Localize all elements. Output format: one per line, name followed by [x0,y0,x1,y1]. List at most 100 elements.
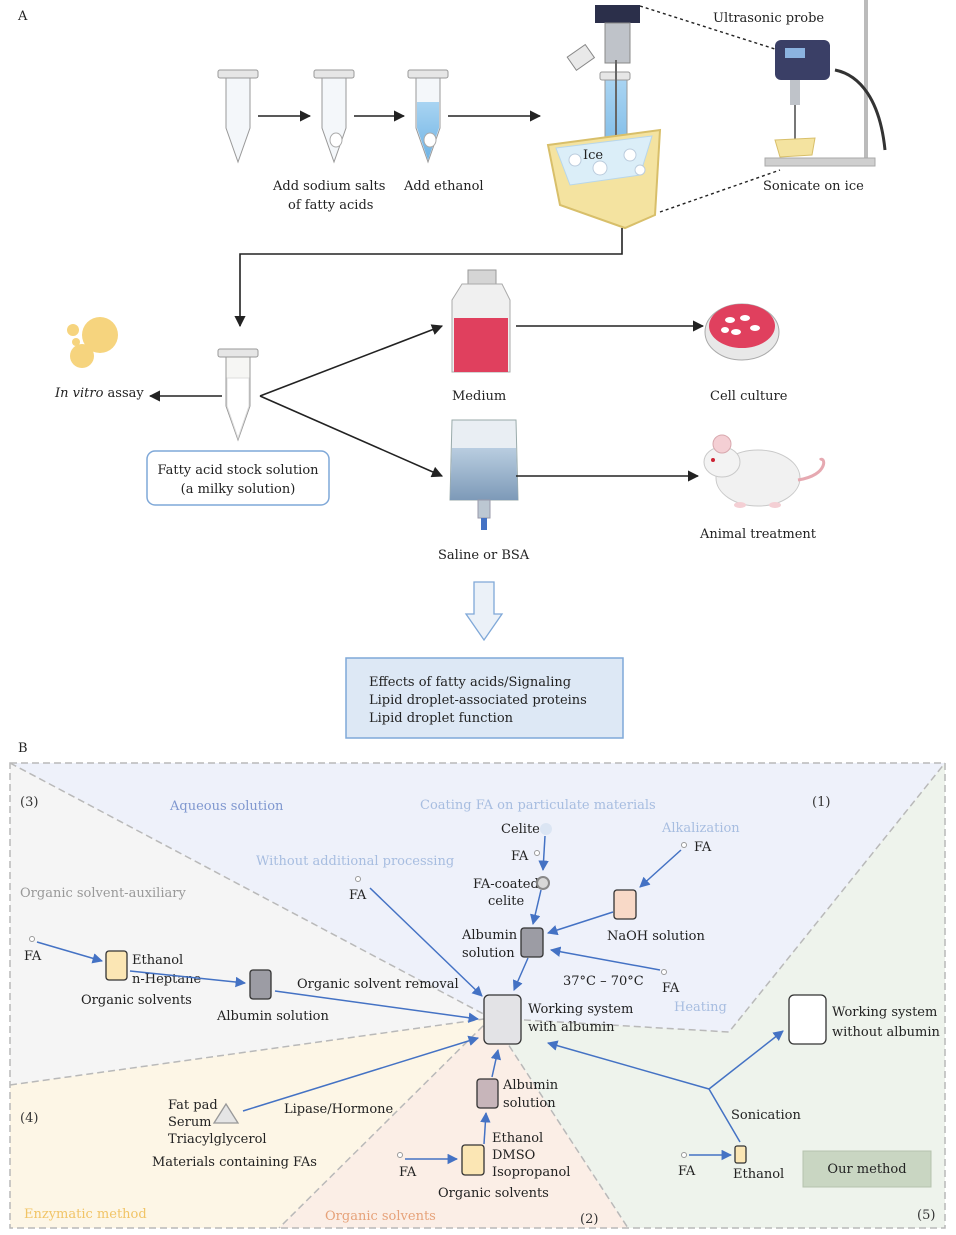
tube-empty-icon [217,69,259,164]
arrow-naoh-to-albumin [547,911,614,936]
panel-a-label: A [17,9,28,24]
add-sodium-label-2: of fatty acids [288,198,373,213]
effects-box [345,657,624,739]
region-enzymatic [10,1018,491,1228]
divider-organic-ours [490,1017,629,1229]
animal-treatment-label: Animal treatment [699,527,817,542]
fa-dot-heating [661,969,667,975]
region-aqueous [10,763,945,1032]
fa-label-organic: FA [399,1165,417,1180]
fa-coated-celite-icon [536,876,550,890]
albumin-solution-label-2: solution [462,946,515,961]
organic-solvents-box-auxiliary [105,950,128,981]
alkalization-title: Alkalization [661,821,740,836]
effects-line-2: Lipid droplet-associated proteins [369,693,587,708]
stock-solution-box [146,450,330,506]
materials-triangle-icon [212,1102,240,1124]
fa-label-auxiliary: FA [24,949,42,964]
arrow-celite-to-coated [538,835,549,872]
ethanol-label-auxiliary: Ethanol [132,953,183,968]
fa-dot-organic [397,1152,403,1158]
stock-solution-label-1: Fatty acid stock solution [157,463,319,478]
fa-label-celite: FA [511,849,529,864]
arrow-albumin-to-working [512,957,529,991]
organic-solvents-label: Organic solvents [438,1186,549,1201]
naoh-solution-label: NaOH solution [607,929,705,944]
celite-particle-icon [540,823,552,835]
mouse-icon [703,434,826,508]
ultrasonic-probe-label: Ultrasonic probe [713,11,824,26]
arrow-fa-direct-to-working [369,887,483,997]
arrow-organic-to-albumin [129,970,247,988]
fa-label-ours: FA [678,1164,696,1179]
isopropanol-label: Isopropanol [492,1165,570,1180]
ethanol-label-ours: Ethanol [733,1167,784,1182]
divider-enzymatic-organic [278,1017,492,1229]
stock-solution-label-2: (a milky solution) [181,482,296,497]
region-our-method [491,763,945,1228]
fa-dot-ours [681,1152,687,1158]
divider-aux-aqueous [9,762,492,1019]
panel-b-label: B [18,741,28,756]
fa-dot-celite [534,850,540,856]
working-system-albumin-box [483,994,522,1045]
effects-line-1: Effects of fatty acids/Signaling [369,675,571,690]
add-sodium-label-1: Add sodium salts [272,179,385,194]
tube-ethanol-icon [407,69,449,164]
region-number-4: (4) [20,1111,38,1126]
in-vitro-label: In vitro assay [54,386,144,401]
tube-sodium-salt-icon [313,69,355,164]
dmso-label: DMSO [492,1148,535,1163]
arrow-heating-to-albumin [549,946,661,971]
fa-label-heating: FA [662,981,680,996]
arrow-albumin-to-working-organic [490,1048,502,1078]
albumin-solution-label-organic-2: solution [503,1096,556,1111]
fat-pad-label: Fat pad [168,1098,218,1113]
organic-solvents-label-auxiliary: Organic solvents [81,993,192,1008]
add-ethanol-label: Add ethanol [403,179,484,194]
arrow-enzymatic-to-working [242,1035,480,1112]
albumin-solution-box-auxiliary [249,969,272,1000]
without-processing-title: Without additional processing [256,854,454,869]
divider-aqueous-ours [490,762,946,1033]
ice-bucket-icon [546,5,662,230]
dotted-connector-top [639,5,779,51]
coating-fa-title: Coating FA on particulate materials [420,798,656,813]
celite-label: Celite [501,822,540,837]
cell-culture-label: Cell culture [710,389,788,404]
albumin-solution-label-1: Albumin [461,928,518,943]
working-system-no-albumin-label-2: without albumin [832,1025,941,1040]
fa-coated-label-2: celite [488,894,525,909]
serum-label: Serum [168,1115,212,1130]
in-vitro-italic: In vitro [54,386,104,401]
arrow-organic-to-albumin [480,1111,491,1145]
solvent-removal-label: Organic solvent removal [297,977,459,992]
arrow-sonication-to-working-albumin [546,1040,710,1090]
aqueous-solution-title: Aqueous solution [169,799,284,814]
medium-label: Medium [452,389,506,404]
fa-coated-label-1: FA-coated [473,877,539,892]
saline-bag-icon [449,419,519,530]
ethanol-box-ours [734,1145,747,1164]
region-number-2: (2) [580,1212,598,1227]
organic-solvents-title: Organic solvents [325,1209,436,1224]
region-number-1: (1) [812,795,830,810]
albumin-solution-box-organic [476,1078,499,1109]
fa-dot-alkalization [681,842,687,848]
working-system-no-albumin-box [788,994,827,1045]
organic-solvents-box [461,1144,485,1176]
our-method-badge [802,1150,932,1188]
temperature-label: 37°C – 70°C [563,974,644,989]
fa-dot-direct [355,876,361,882]
ice-label: Ice [583,148,603,163]
naoh-solution-box [613,889,637,920]
working-system-albumin-label-1: Working system [528,1002,633,1017]
arrow-albumin-to-working-auxiliary [274,990,480,1023]
arrow-fa-to-naoh [639,849,682,888]
heptane-label: n-Heptane [132,972,201,987]
saline-label: Saline or BSA [438,548,530,563]
arrow-stock-to-medium [259,324,444,397]
albumin-solution-label-auxiliary: Albumin solution [216,1009,329,1024]
ethanol-label-organic: Ethanol [492,1131,543,1146]
fa-dot-auxiliary [29,936,35,942]
